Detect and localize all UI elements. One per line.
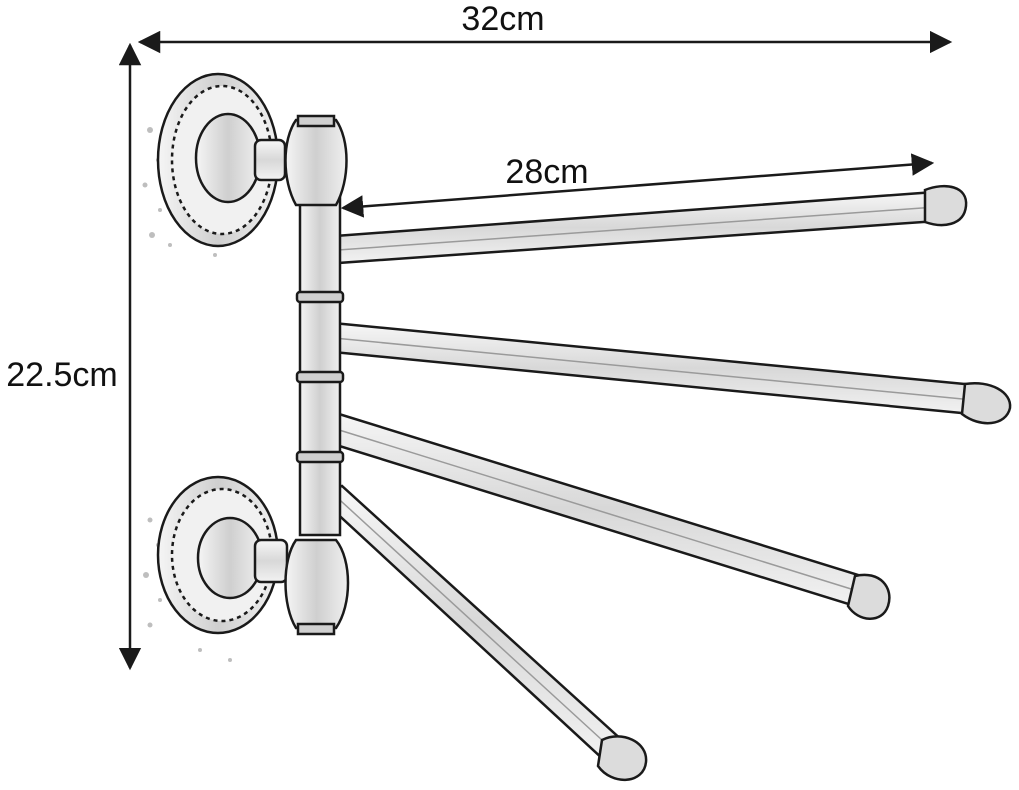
arm-3 xyxy=(318,408,891,620)
top-wall-mount xyxy=(156,72,287,248)
arm-length-label: 28cm xyxy=(505,153,588,191)
bottom-wall-mount xyxy=(156,475,289,635)
dimension-height: 22.5cm xyxy=(6,42,142,671)
swivel-column xyxy=(284,114,350,636)
towel-arms xyxy=(315,184,1012,782)
wall-texture xyxy=(142,127,232,662)
height-label: 22.5cm xyxy=(6,356,118,394)
dimension-arm-length: 28cm xyxy=(340,153,935,218)
dimension-width: 32cm xyxy=(137,0,953,54)
arm-2 xyxy=(331,321,1012,425)
arm-1 xyxy=(333,184,968,265)
width-label: 32cm xyxy=(461,0,544,38)
arm-4 xyxy=(315,484,648,782)
